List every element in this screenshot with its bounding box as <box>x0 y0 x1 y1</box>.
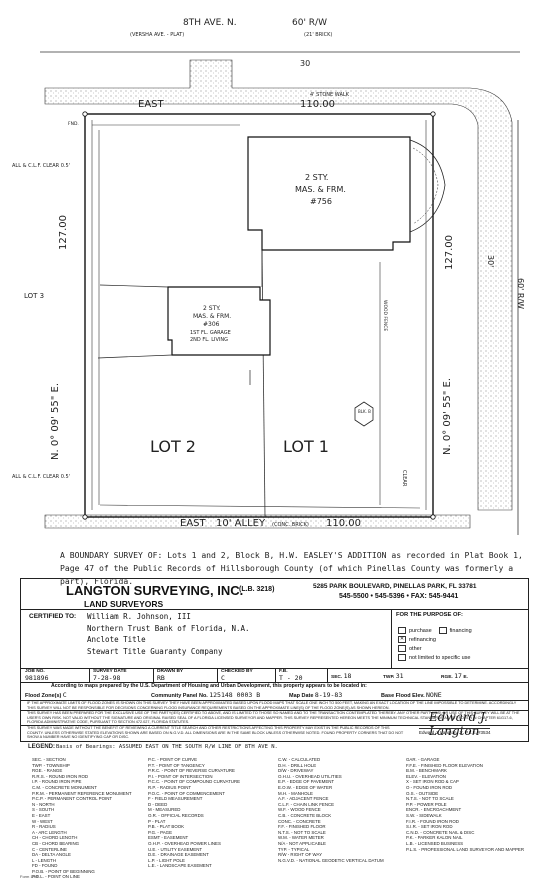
purpose-checkbox-financing <box>438 627 447 634</box>
house2-line4: 1ST FL. GARAGE <box>190 330 231 336</box>
house1-line3: #756 <box>310 197 332 206</box>
title-block: LANGTON SURVEYING, INC. (L.B. 3218) LAND… <box>20 578 529 742</box>
survey-date: 7-28-98 <box>93 674 121 682</box>
scale-30-top: 30 <box>300 59 310 68</box>
lot-3-label: LOT 3 <box>24 292 44 300</box>
company-name: LANGTON SURVEYING, INC. <box>66 583 244 598</box>
certified-party-3: Anclote Title <box>87 635 146 644</box>
purpose-item-purchase: purchase financing <box>398 627 472 634</box>
flood-row: Flood Zone(s) C Community Panel No. 1251… <box>25 691 442 699</box>
base-flood-elevation: NONE <box>426 691 442 699</box>
sidewalk-stipple <box>44 59 513 529</box>
purpose-checkbox-refinancing: ✕ <box>398 636 406 643</box>
street-top-note-left: (VERSHA AVE. - PLAT) <box>130 32 184 38</box>
hud-line: According to maps prepared by the U.S. D… <box>51 683 367 689</box>
west-dist: 127.00 <box>58 215 69 250</box>
street-right-dim: 30' <box>486 255 495 267</box>
purpose-box: FOR THE PURPOSE OF: purchase financing ✕… <box>391 610 526 668</box>
block-hexagon <box>354 401 374 427</box>
basis-of-bearings: Basis of Bearings: ASSUMED EAST ON THE S… <box>56 744 278 750</box>
alley-note: (CONC. BRICK) <box>272 522 309 528</box>
lot-2-label: LOT 2 <box>150 437 196 456</box>
purpose-item-other: other <box>398 645 422 652</box>
house-306-outline <box>167 286 271 356</box>
property-boundary <box>84 113 434 518</box>
purpose-checkbox-not-limited <box>398 654 406 661</box>
purpose-item-not-limited: not limited to specific use <box>398 654 470 661</box>
street-top-name: 8TH AVE. N. <box>183 18 237 28</box>
township: 31 <box>395 672 404 680</box>
certified-list: William R. Johnson, III Northern Trust B… <box>87 611 250 657</box>
survey-caption: A BOUNDARY SURVEY OF: Lots 1 and 2, Bloc… <box>60 550 523 586</box>
south-line-label: EAST <box>180 518 207 529</box>
street-top-width: 60' R/W <box>292 18 327 28</box>
flood-disclaimer: IF THE APPROXIMATE LIMITS OF FLOOD ZONES… <box>27 701 517 710</box>
company-subtitle: LAND SURVEYORS <box>84 599 164 609</box>
fence-lines <box>91 120 427 510</box>
house1-line1: 2 STY. <box>305 173 328 182</box>
clear-nw-note: ALL & C.L.F. CLEAR 0.5' <box>12 163 70 169</box>
east-dist: 127.00 <box>444 235 455 270</box>
survey-svg: 8TH AVE. N. 60' R/W (VERSHA AVE. - PLAT)… <box>12 18 525 535</box>
purpose-item-refinancing: ✕ refinancing <box>398 636 436 643</box>
legend: LEGEND: Basis of Bearings: ASSUMED EAST … <box>28 744 528 880</box>
field-book: T - 20 <box>279 674 303 682</box>
lot-line <box>261 249 266 518</box>
range: 17 <box>454 672 462 680</box>
house2-line3: #306 <box>203 321 220 328</box>
legend-title: LEGEND: <box>28 744 55 750</box>
house2-line1: 2 STY. <box>203 305 221 312</box>
certified-party-4: Stewart Title Guaranty Company <box>87 646 223 656</box>
certified-party-1: William R. Johnson, III <box>87 612 191 621</box>
community-panel: 125148 0003 B <box>209 691 261 699</box>
flood-zone: C <box>62 691 67 699</box>
checked-by: C <box>221 674 225 682</box>
block-label: BLK. B <box>358 409 371 414</box>
clear-sw-note: ALL & C.L.F. CLEAR 0.5' <box>12 474 70 480</box>
use-disclaimer: THIS SURVEY HAS BEEN PREPARED FOR THE EX… <box>27 711 520 725</box>
section: 18 <box>343 672 352 680</box>
company-address: 5285 PARK BOULEVARD, PINELLAS PARK, FL 3… <box>313 583 477 590</box>
house-756-outline <box>247 136 411 251</box>
corner-monuments <box>82 111 436 520</box>
drawn-by: RB <box>157 674 165 682</box>
map-date: 8-19-83 <box>314 691 343 699</box>
company-phones: 545-5500 • 545-5396 • FAX: 545-9441 <box>339 593 459 600</box>
house2-line2: MAS. & FRM. <box>193 313 231 320</box>
surveyor-name: Edward J. Langton, Jr. P.L.S. #3534 <box>419 728 491 735</box>
house2-line5: 2ND FL. LIVING <box>190 337 228 343</box>
job-number: 981896 <box>25 674 49 682</box>
purpose-title: FOR THE PURPOSE OF: <box>396 612 463 618</box>
house1-line2: MAS. & FRM. <box>295 185 346 194</box>
west-bearing: N. 0° 09' 55" E. <box>50 383 61 460</box>
certified-label: CERTIFIED TO: <box>29 613 77 620</box>
form-code: Form 1/96 <box>20 874 39 879</box>
certified-party-2: Northern Trust Bank of Florida, N.A. <box>87 623 250 633</box>
surveyor-signature: Edward J. Langton <box>429 710 488 738</box>
wood-fence-label: WOOD FENCE <box>382 300 388 331</box>
south-line-dist: 110.00 <box>326 518 361 529</box>
stone-walk-label: 4' STONE WALK <box>310 92 350 98</box>
north-line-dist: 110.00 <box>300 99 335 110</box>
purpose-checkbox-purchase <box>398 627 406 634</box>
title-disclaimer: THIS SURVEY WAS MADE WITHOUT THE BENEFIT… <box>27 726 404 740</box>
east-bearing: N. 0° 09' 55" E. <box>442 378 453 455</box>
clear-label: CLEAR <box>401 470 407 487</box>
corner-fnd-label: FND. <box>68 121 79 127</box>
lot-1-label: LOT 1 <box>283 437 329 456</box>
street-right-width: 60' R/W <box>516 278 525 309</box>
north-line-label: EAST <box>138 99 165 110</box>
survey-drawing: 8TH AVE. N. 60' R/W (VERSHA AVE. - PLAT)… <box>12 18 525 535</box>
company-license: (L.B. 3218) <box>239 586 275 593</box>
alley-label: 10' ALLEY <box>216 518 266 529</box>
street-top-note-right: (21' BRICK) <box>304 32 332 38</box>
purpose-checkbox-other <box>398 645 406 652</box>
